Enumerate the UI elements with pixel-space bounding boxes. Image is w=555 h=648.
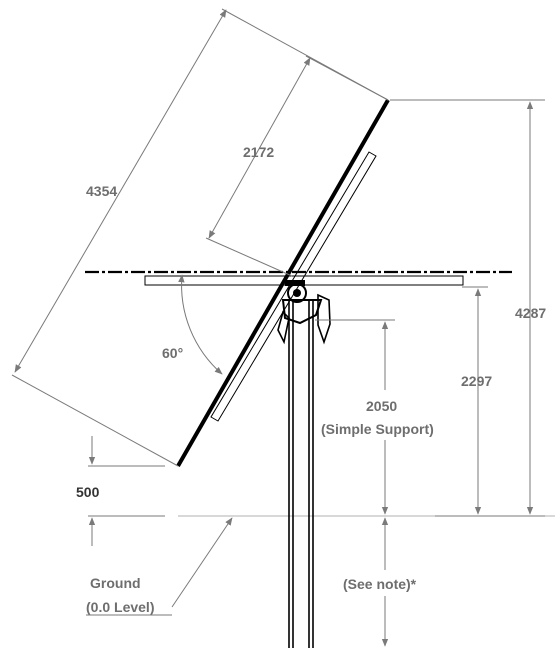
dim-upper-panel (205, 55, 389, 277)
ground-level-label: (0.0 Level) (86, 599, 154, 615)
dim-top-height-label: 4287 (515, 305, 546, 321)
dim-pivot-height-label: 2297 (461, 373, 492, 389)
dim-top-height (390, 99, 545, 517)
dim-support-height-label: 2050 (366, 398, 397, 414)
dim-clearance-label: 500 (76, 484, 100, 500)
support-post (288, 300, 314, 648)
angle-arc (178, 274, 223, 375)
ground-leader (171, 517, 233, 608)
dim-panel-length-label: 4354 (86, 183, 117, 199)
dim-upper-panel-label: 2172 (243, 144, 274, 160)
dim-clearance (88, 436, 165, 546)
dim-panel-length (11, 8, 389, 467)
dim-support-note: (Simple Support) (321, 421, 434, 437)
panel-rail (210, 151, 377, 422)
angle-label: 60° (162, 345, 183, 361)
dim-pivot-height (462, 286, 488, 515)
pivot-mechanism (277, 280, 331, 345)
see-note-label: (See note)* (343, 576, 417, 592)
tilted-panel (176, 99, 390, 467)
dim-support-height (315, 319, 395, 515)
ground-label: Ground (90, 575, 141, 591)
